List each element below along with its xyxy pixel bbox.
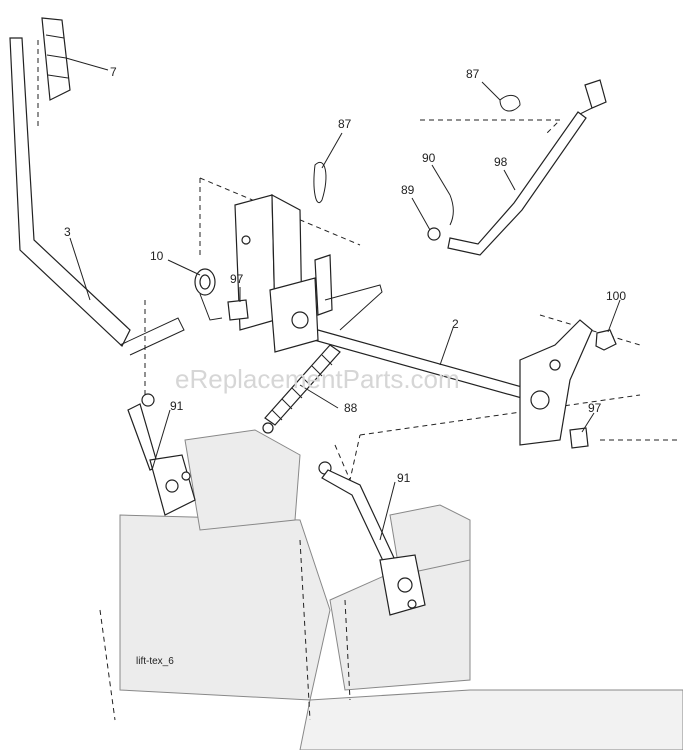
callout-97: 97 — [230, 272, 244, 286]
callout-98: 98 — [494, 155, 508, 169]
torsion-spring — [194, 268, 223, 321]
callout-3: 3 — [64, 225, 71, 239]
callout-100: 100 — [606, 289, 626, 303]
callout-91: 91 — [170, 399, 184, 413]
callout-7: 7 — [110, 65, 117, 79]
bracket-assembly — [234, 193, 383, 353]
lift-arm-left — [127, 393, 196, 516]
callout-2: 2 — [452, 317, 459, 331]
right-bracket — [519, 319, 617, 446]
leader-lines — [65, 57, 621, 541]
watermark: eReplacementParts.com — [175, 364, 460, 394]
callout-10: 10 — [150, 249, 164, 263]
callout-91: 91 — [397, 471, 411, 485]
link-rod — [313, 79, 607, 256]
lift-handle-part — [9, 17, 185, 356]
callout-89: 89 — [401, 183, 415, 197]
frame-body — [119, 429, 683, 750]
callout-90: 90 — [422, 151, 436, 165]
extension-spring — [262, 344, 341, 434]
callout-97: 97 — [588, 401, 602, 415]
callout-88: 88 — [344, 401, 358, 415]
callout-87: 87 — [466, 67, 480, 81]
callout-labels: 7 3 87 87 90 98 89 10 97 2 100 91 88 97 … — [64, 65, 626, 485]
alignment-lines — [37, 40, 680, 721]
callout-87: 87 — [338, 117, 352, 131]
lift-arm-right — [318, 461, 426, 616]
diagram-caption: lift-tex_6 — [136, 656, 174, 667]
